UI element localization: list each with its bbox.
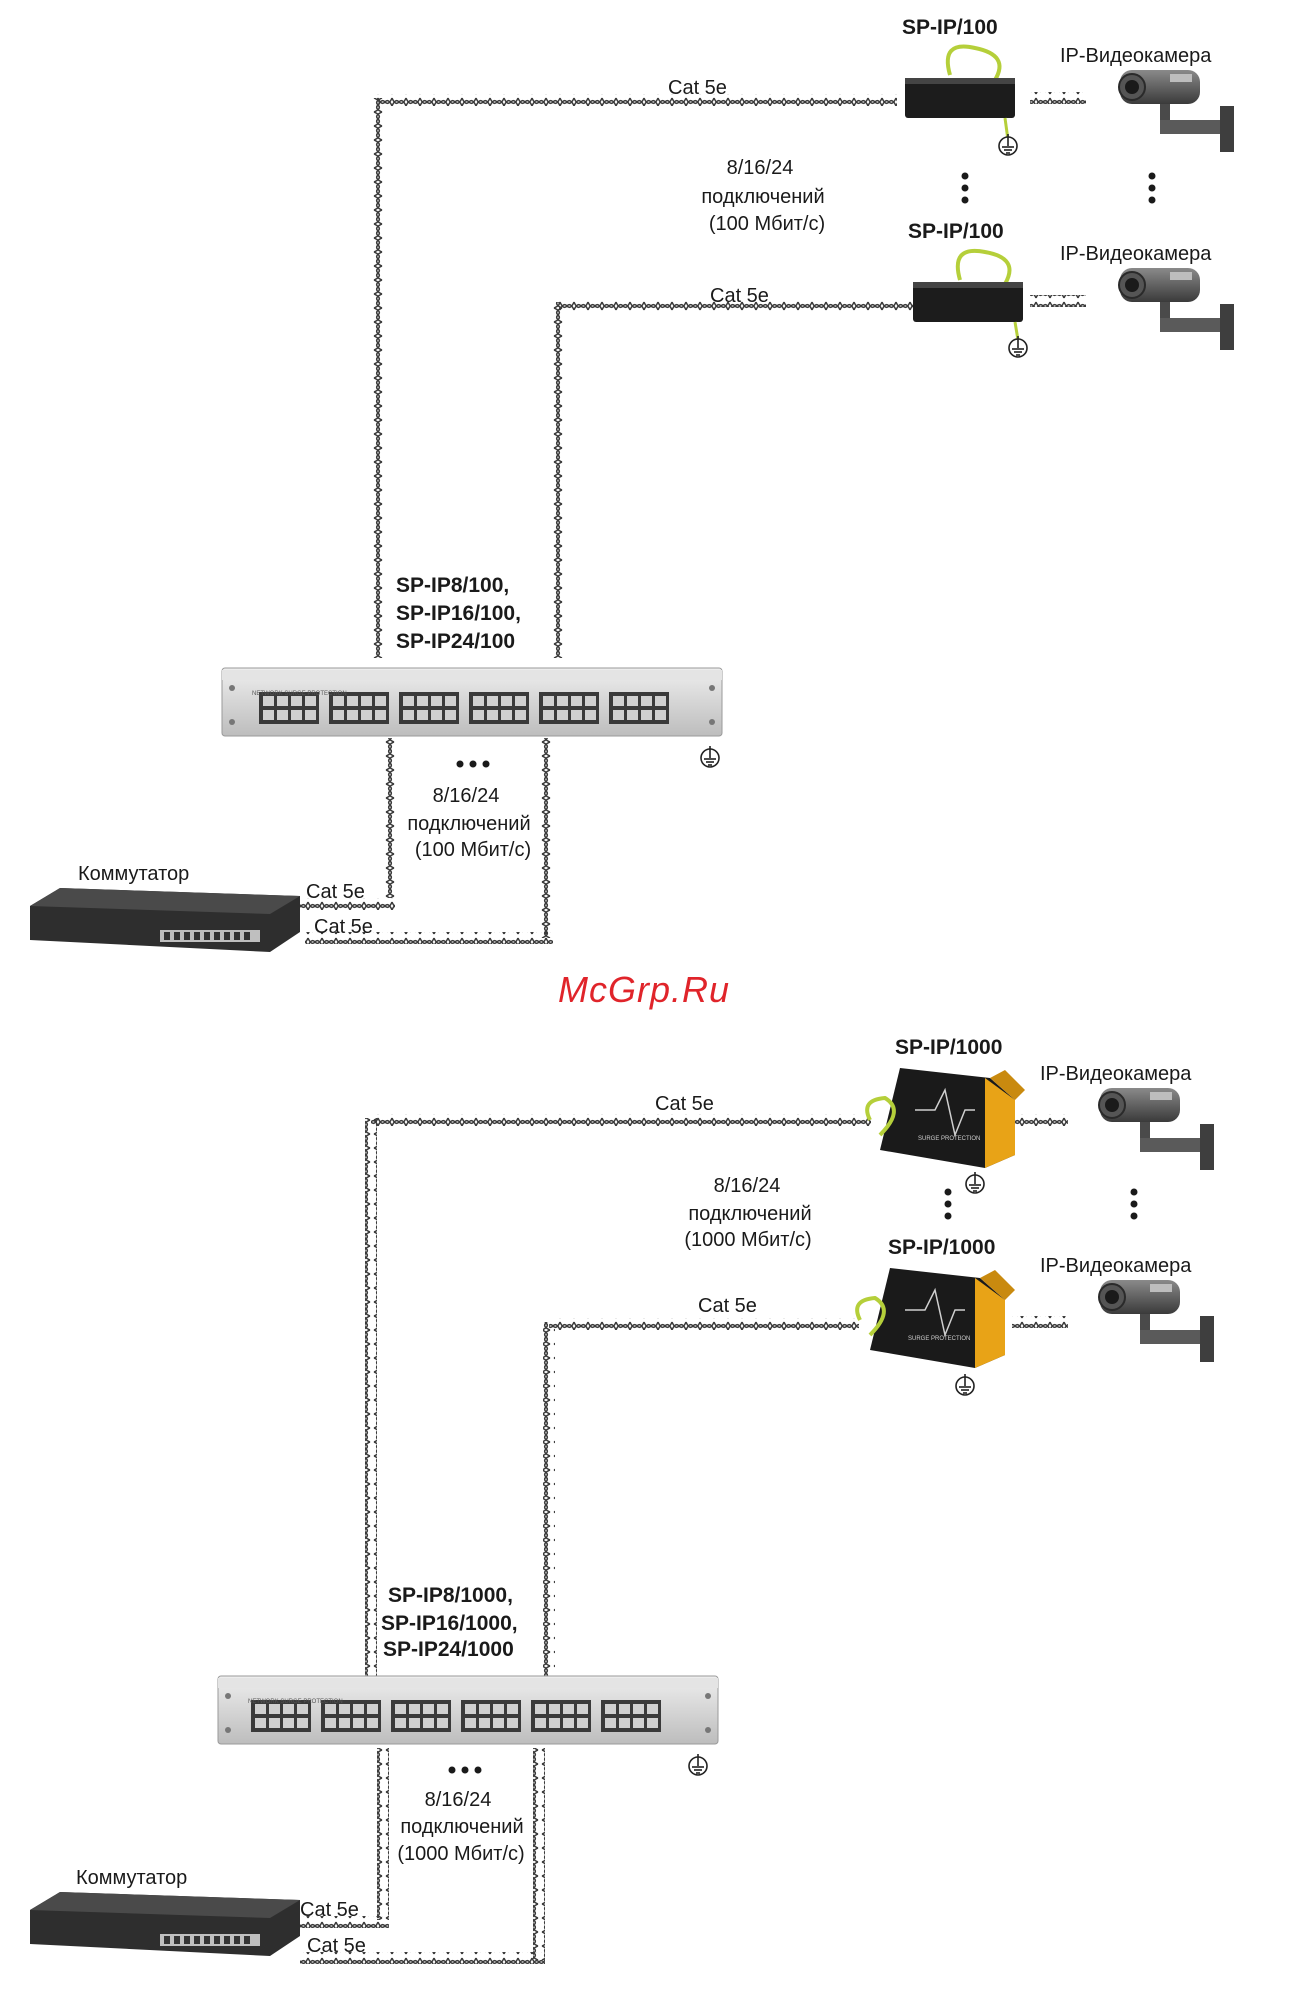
connections-right-line1: 8/16/24: [714, 1175, 781, 1197]
panel-models-line3: SP-IP24/100: [396, 630, 515, 653]
camera-bottom-icon: [1098, 1279, 1215, 1363]
camera-top-label: IP-Видеокамера: [1060, 45, 1212, 67]
protector-1000-bottom: [855, 1268, 1015, 1396]
ellipsis-vertical-cameras: [1130, 1188, 1138, 1220]
cable-switch-1: [300, 898, 395, 910]
camera-top-label: IP-Видеокамера: [1040, 1063, 1192, 1085]
cable-top-label: Cat 5e: [655, 1093, 714, 1115]
cable-switch-2: [300, 1952, 545, 1964]
switch-label: Коммутатор: [78, 863, 189, 885]
protector-bottom-label: SP-IP/100: [908, 220, 1004, 243]
cable-mid-horizontal: [549, 1318, 859, 1330]
panel-header-text: NETWORK SURGE PROTECTION: [252, 691, 347, 697]
cable-mid-horizontal: [559, 300, 915, 312]
connections-right-line2: подключений: [701, 186, 824, 208]
panel-models-line1: SP-IP8/100,: [396, 574, 509, 597]
device-text-top: SURGE PROTECTION: [918, 1136, 980, 1142]
camera-bottom-label: IP-Видеокамера: [1060, 243, 1212, 265]
switch-icon: [30, 888, 300, 952]
camera-top-icon: [1118, 69, 1235, 153]
patch-panel-1000: [217, 1675, 719, 1745]
protector-1000-top: [865, 1068, 1025, 1194]
cable-camera-top: [1012, 1114, 1068, 1126]
cable-top-label: Cat 5e: [668, 77, 727, 99]
protector-top-label: SP-IP/100: [902, 16, 998, 39]
connections-right-line3: (100 Мбит/с): [709, 213, 825, 235]
cable-switch-label-1: Cat 5e: [306, 881, 365, 903]
cable-switch-label-2: Cat 5e: [307, 1935, 366, 1957]
connections-right-line1: 8/16/24: [727, 157, 794, 179]
cable-mid-label: Cat 5e: [710, 285, 769, 307]
cable-camera-mid: [1012, 1316, 1068, 1328]
watermark: McGrp.Ru: [558, 969, 730, 1010]
cable-switch-label-1: Cat 5e: [300, 1899, 359, 1921]
cable-below-panel-left: [383, 738, 395, 898]
protector-top-label: SP-IP/1000: [895, 1036, 1002, 1059]
panel-ground-icon: [688, 1753, 708, 1776]
cable-switch-1: [298, 1916, 389, 1928]
connections-left-line2: подключений: [407, 813, 530, 835]
patch-panel-100: [221, 667, 723, 737]
cable-top-horizontal: [371, 1114, 871, 1126]
switch-icon: [30, 1892, 300, 1956]
cable-below-panel-left: [377, 1748, 389, 1920]
protector-bottom-label: SP-IP/1000: [888, 1236, 995, 1259]
cable-vertical-left: [371, 98, 383, 658]
cable-mid-label: Cat 5e: [698, 1295, 757, 1317]
panel-models-line1: SP-IP8/1000,: [388, 1584, 513, 1607]
cable-vertical-left: [365, 1118, 377, 1678]
ellipsis-vertical-protectors: [961, 172, 969, 204]
connections-left-line1: 8/16/24: [433, 785, 500, 807]
device-text-bottom: SURGE PROTECTION: [908, 1336, 970, 1342]
cable-below-panel-right: [533, 1748, 545, 1960]
cable-switch-2: [305, 932, 553, 944]
cable-camera-top: [1030, 92, 1086, 104]
cable-camera-mid: [1030, 295, 1086, 307]
panel-models-line2: SP-IP16/100,: [396, 602, 521, 625]
connections-right-line3: (1000 Мбит/с): [684, 1229, 811, 1251]
diagram-1000mbit: SP-IP/1000 IP-Видеокамера Cat 5e SURGE P…: [30, 1036, 1215, 1964]
panel-models-line3: SP-IP24/1000: [383, 1638, 514, 1661]
panel-models-line2: SP-IP16/1000,: [381, 1612, 518, 1635]
ellipsis-horizontal: [456, 760, 490, 768]
camera-top-icon: [1098, 1087, 1215, 1171]
ellipsis-horizontal: [448, 1766, 482, 1774]
ellipsis-vertical-cameras: [1148, 172, 1156, 204]
connections-left-line3: (100 Мбит/с): [415, 839, 531, 861]
camera-bottom-icon: [1118, 267, 1235, 351]
connections-left-line3: (1000 Мбит/с): [397, 1843, 524, 1865]
connections-left-line1: 8/16/24: [425, 1789, 492, 1811]
protector-100-bottom: [913, 248, 1028, 358]
cable-vertical-mid: [543, 1322, 555, 1678]
ellipsis-vertical-protectors: [944, 1188, 952, 1220]
diagram-100mbit: SP-IP/100 IP-Видеокамера Cat 5e 8/16/24 …: [30, 16, 1235, 952]
cable-top-horizontal: [377, 94, 897, 106]
cable-below-panel-right: [541, 738, 553, 938]
panel-header-text: NETWORK SURGE PROTECTION: [248, 1699, 343, 1705]
panel-ground-icon: [700, 745, 720, 768]
cable-switch-label-2: Cat 5e: [314, 916, 373, 938]
camera-bottom-label: IP-Видеокамера: [1040, 1255, 1192, 1277]
cable-vertical-mid: [553, 302, 565, 658]
protector-100-top: [905, 44, 1018, 156]
connections-right-line2: подключений: [688, 1203, 811, 1225]
switch-label: Коммутатор: [76, 1867, 187, 1889]
connections-left-line2: подключений: [400, 1816, 523, 1838]
